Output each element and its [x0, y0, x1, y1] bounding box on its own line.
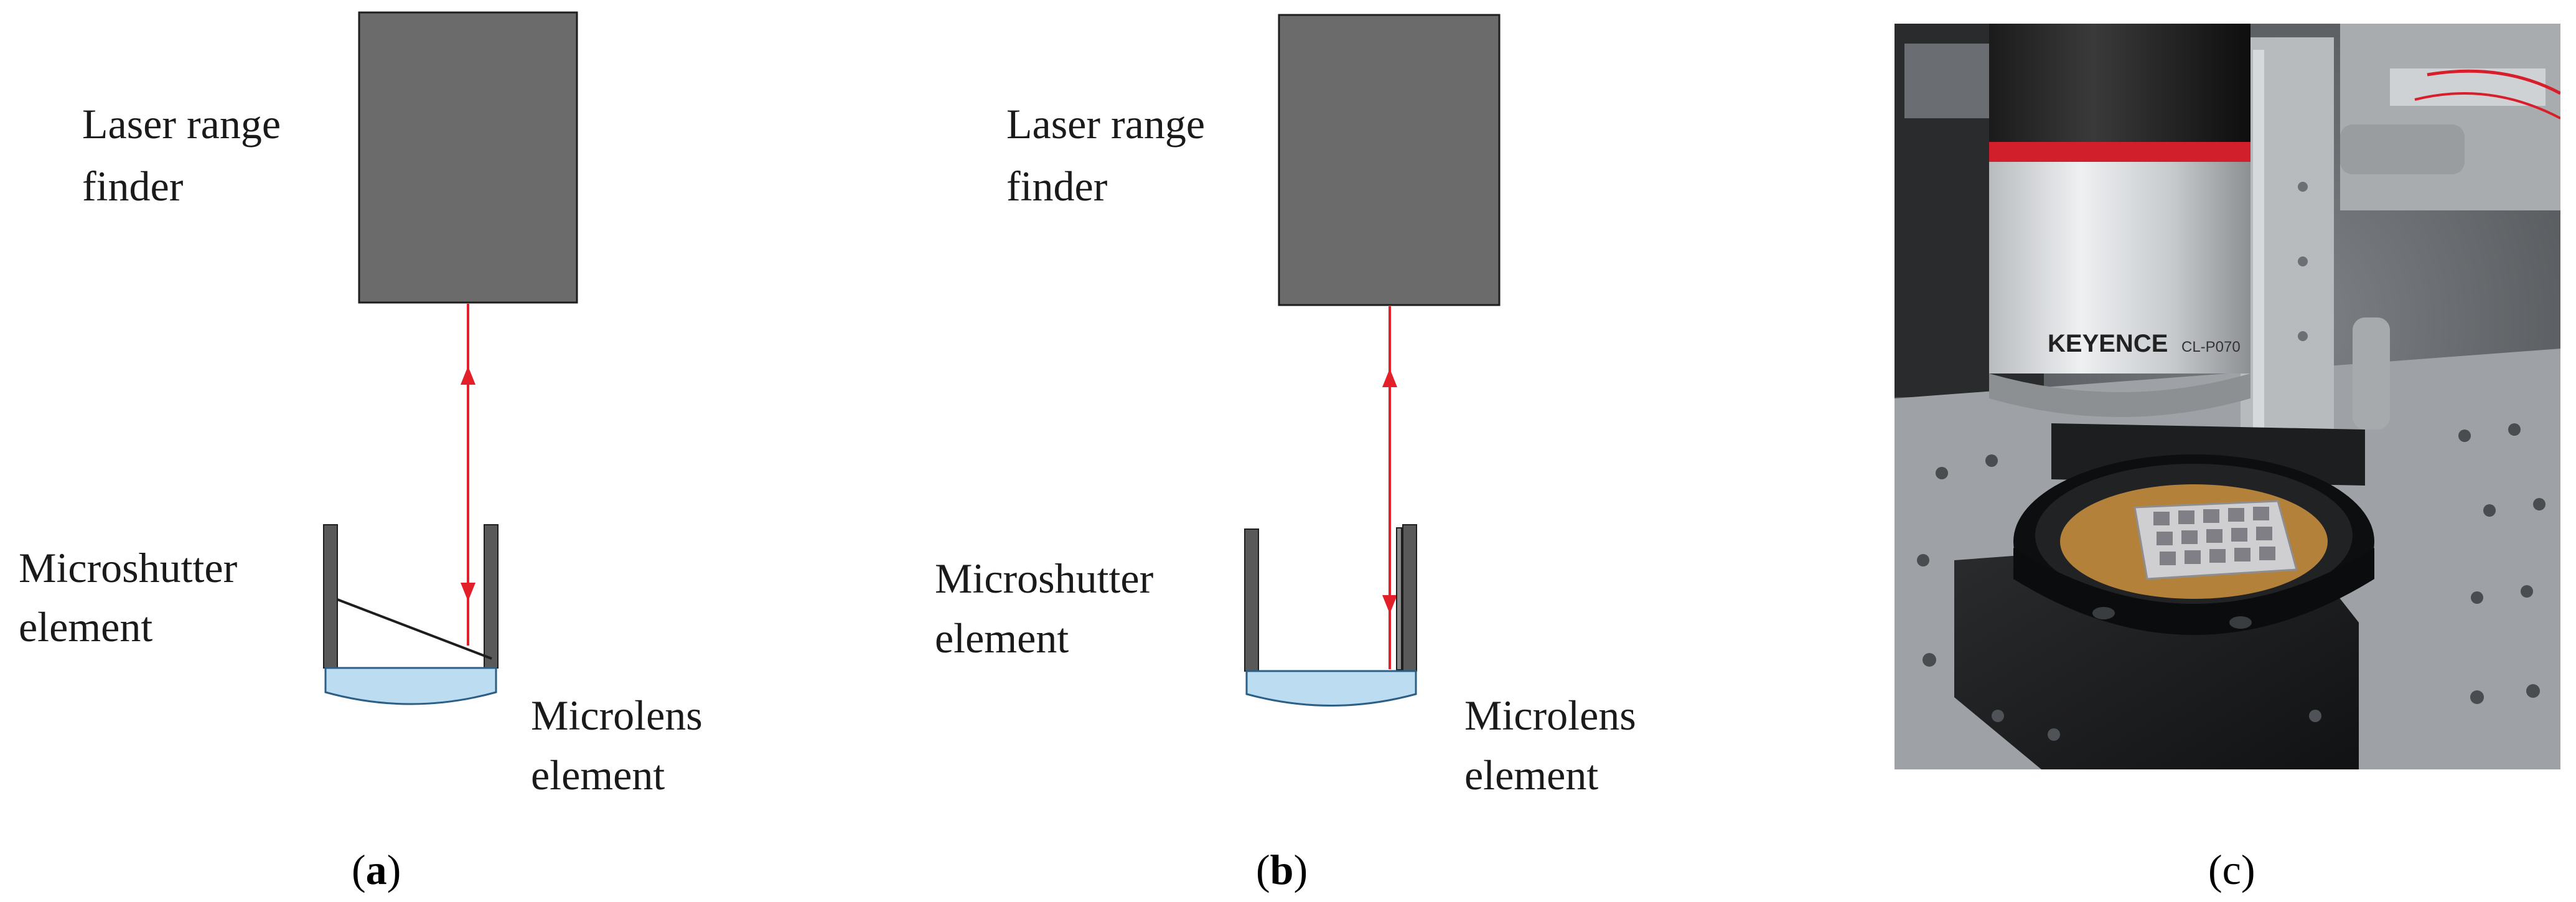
shutter-blade-open	[1396, 527, 1402, 670]
caption-c: (c)	[2208, 846, 2255, 893]
microlens	[324, 667, 497, 705]
microlens	[1245, 670, 1417, 707]
shutter-label-line2: element	[935, 614, 1069, 662]
shutter-label-line1: Microshutter	[19, 544, 238, 591]
setup-photo: KEYENCE CL-P070	[1895, 24, 2560, 769]
beam-arrow-down	[461, 583, 475, 601]
panel-c: KEYENCE CL-P070 (c)	[1895, 24, 2560, 893]
finder-label-line1: Laser range	[82, 100, 281, 148]
finder-label-line2: finder	[1006, 162, 1108, 210]
shutter-wall-left	[323, 524, 338, 669]
laser-range-finder-box	[358, 11, 578, 304]
photo-model-text: CL-P070	[2181, 339, 2241, 355]
caption-a: (a)	[352, 846, 401, 893]
lens-label-line1: Microlens	[1464, 692, 1636, 739]
finder-label-line2: finder	[82, 162, 184, 210]
shutter-wall-right	[484, 524, 499, 669]
lens-label-line2: element	[1464, 751, 1598, 799]
shutter-blade-closed	[337, 598, 492, 660]
panel-a: Laser range finder Microshutter element …	[19, 11, 703, 893]
lens-label-line1: Microlens	[531, 692, 703, 739]
panel-b: Laser range finder Microshutter element …	[935, 14, 1636, 893]
beam-arrow-up	[1382, 369, 1397, 387]
finder-label-line1: Laser range	[1006, 100, 1205, 148]
shutter-label-line1: Microshutter	[935, 555, 1154, 602]
photo-brand-text: KEYENCE	[2048, 330, 2168, 357]
laser-range-finder-box	[1278, 14, 1501, 306]
shutter-label-line2: element	[19, 603, 152, 651]
beam-arrow-up	[461, 366, 475, 385]
caption-b: (b)	[1256, 846, 1308, 893]
shutter-wall-left	[1244, 529, 1259, 672]
beam-arrow-down	[1382, 595, 1397, 614]
lens-label-line2: element	[531, 751, 665, 799]
shutter-wall-right	[1402, 524, 1417, 672]
